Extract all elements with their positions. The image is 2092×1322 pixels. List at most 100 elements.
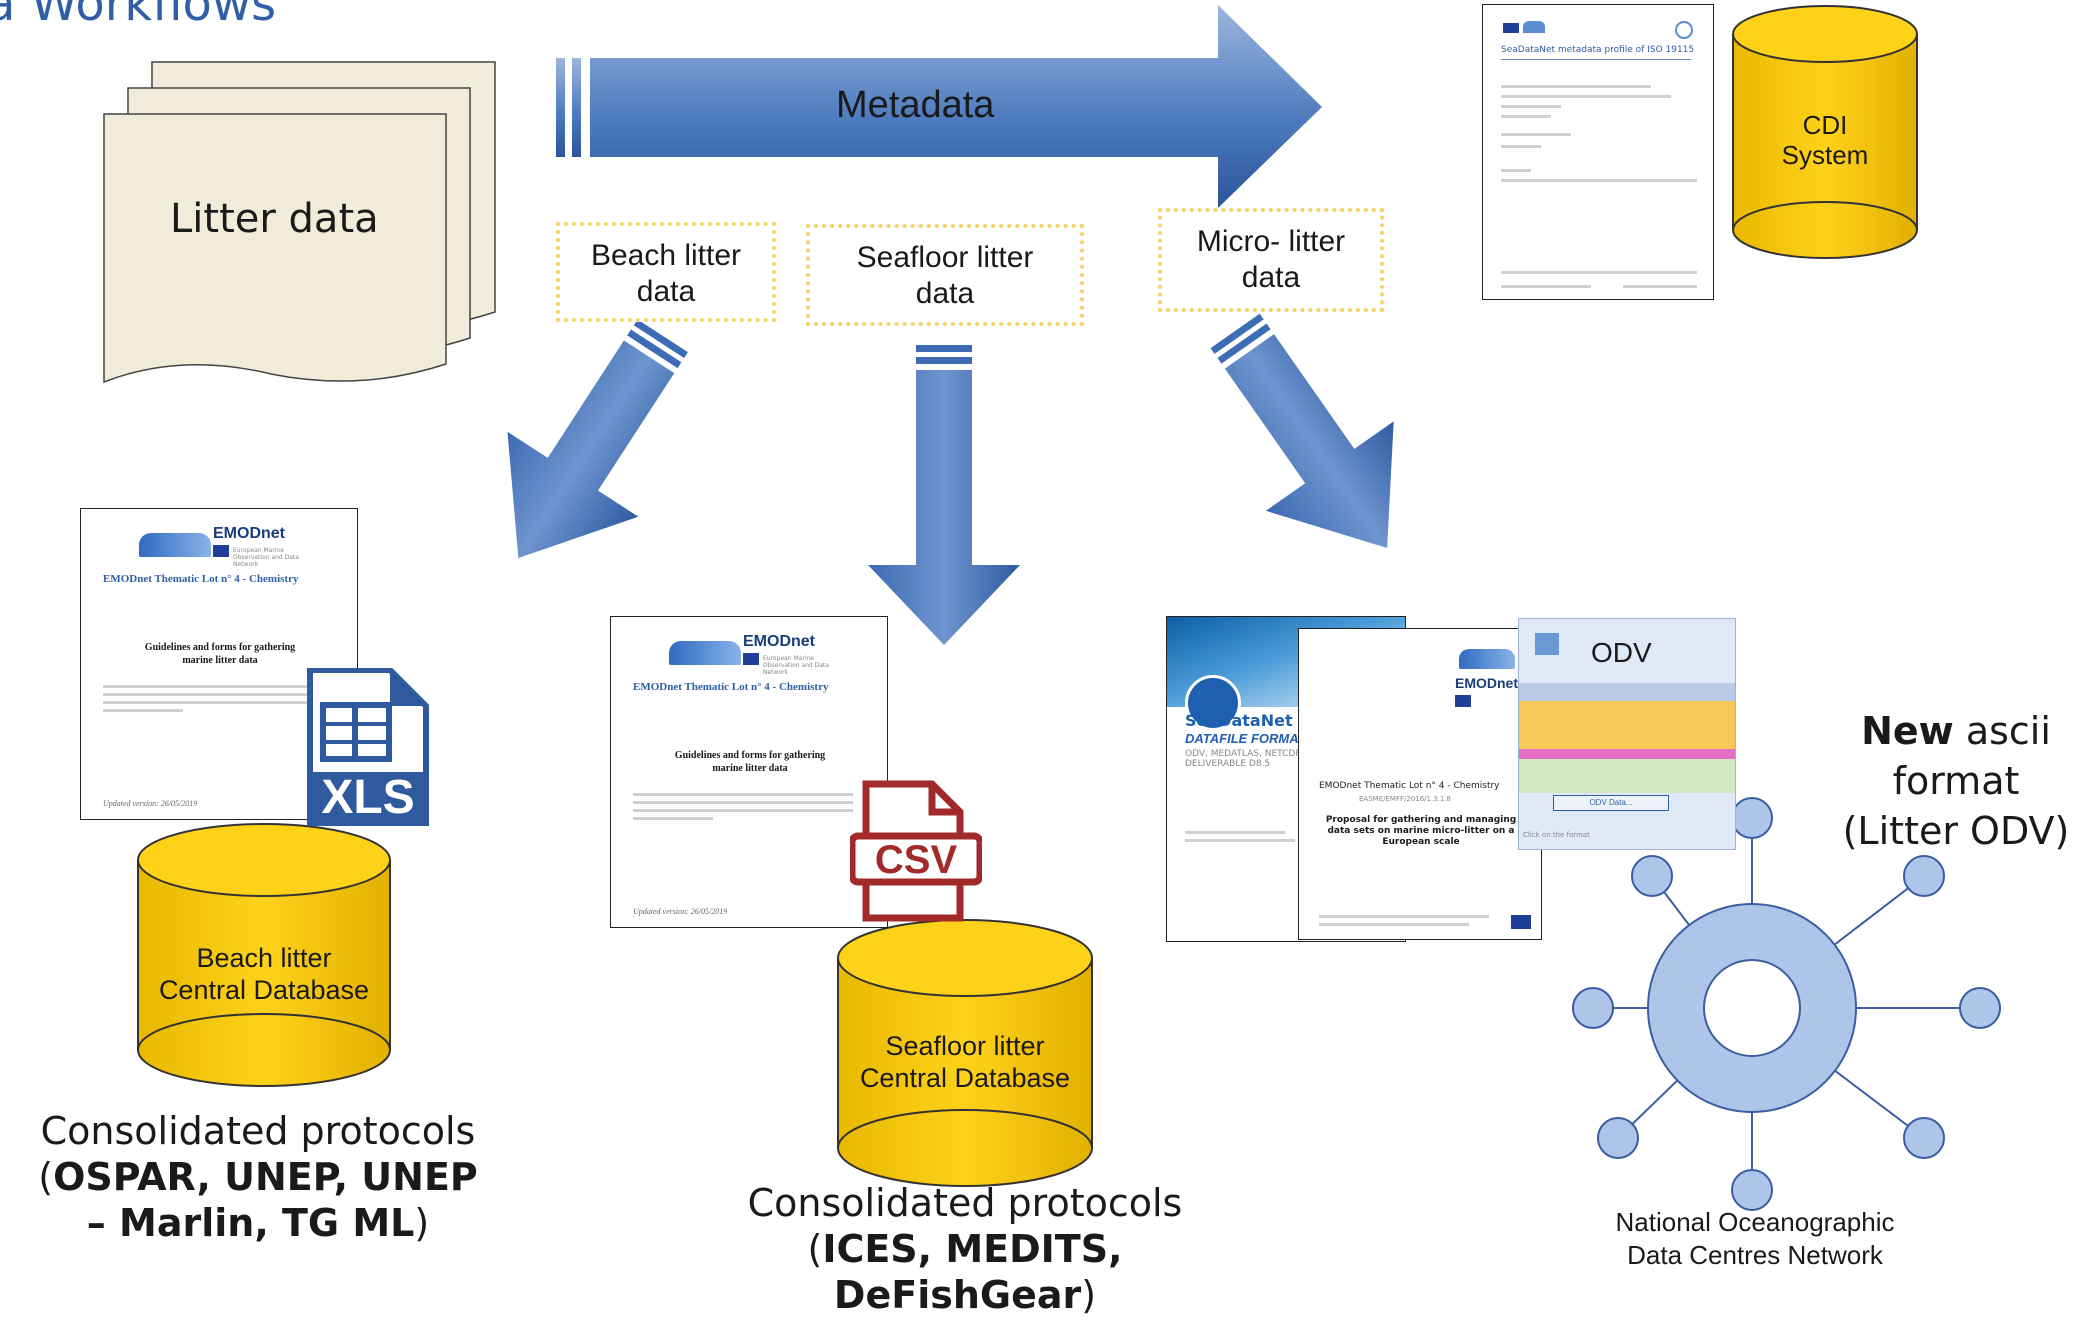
beach-paren-open: ( xyxy=(38,1155,54,1199)
guidelines-title: Guidelines and forms for gathering marin… xyxy=(641,749,859,775)
ascii-caption-line2: format xyxy=(1892,759,2020,803)
seafloor-box-line2: data xyxy=(915,277,975,310)
datafile-sub-line1: ODV, MEDATLAS, NETCDF xyxy=(1185,749,1301,759)
eu-flag-icon xyxy=(743,653,759,665)
eu-flag-icon xyxy=(1511,915,1531,929)
metadata-label: Metadata xyxy=(836,84,995,126)
micro-doc-title-line2: data sets on marine micro-litter on a xyxy=(1327,826,1515,836)
ascii-caption-new: New xyxy=(1861,709,1954,753)
seafloor-database-cylinder xyxy=(837,919,1093,1187)
emodnet-logo-icon xyxy=(1459,649,1515,669)
seafloor-protocols-caption: Consolidated protocols (ICES, MEDITS, De… xyxy=(700,1180,1230,1318)
xls-label: XLS xyxy=(321,771,415,824)
seadatanet-logo-icon xyxy=(1523,21,1545,33)
odv-data-button[interactable]: ODV Data... xyxy=(1553,795,1669,811)
datafile-format-title: DATAFILE FORMA xyxy=(1185,731,1299,746)
beach-litter-box: Beach litter data xyxy=(556,222,776,322)
seafloor-protocols-line1: Consolidated protocols xyxy=(747,1181,1183,1225)
emodnet-brand: EMODnet xyxy=(1455,675,1518,691)
emodnet-logo-icon xyxy=(139,533,211,557)
network-label-line2: Data Centres Network xyxy=(1627,1240,1883,1270)
seadatanet-globe-icon xyxy=(1185,675,1241,731)
micro-box-line2: data xyxy=(1241,261,1301,294)
lot-title: EMODnet Thematic Lot n° 4 - Chemistry xyxy=(103,573,299,585)
beach-protocols-list: OSPAR, UNEP, UNEP – Marlin, TG ML xyxy=(53,1155,478,1245)
micro-box-line1: Micro- litter xyxy=(1196,225,1346,258)
beach-protocols-line1: Consolidated protocols xyxy=(40,1109,476,1153)
beach-arrow xyxy=(507,319,688,559)
eu-flag-icon xyxy=(1503,23,1519,33)
guidelines-line1: Guidelines and forms for gathering xyxy=(144,642,296,653)
guidelines-title: Guidelines and forms for gathering marin… xyxy=(111,641,329,667)
seadatanet-profile-document: SeaDataNet metadata profile of ISO 19115 xyxy=(1482,4,1714,300)
network-hub-diagram xyxy=(1572,797,2001,1211)
seafloor-protocols-line2: (ICES, MEDITS, DeFishGear) xyxy=(775,1226,1155,1318)
eu-flag-icon xyxy=(1455,695,1471,707)
ascii-caption-line1: New ascii xyxy=(1820,706,2092,756)
emodnet-brand: EMODnet xyxy=(213,525,285,542)
seafloor-guidelines-document: EMODnet European Marine Observation and … xyxy=(610,616,888,928)
xls-file-icon: XLS xyxy=(306,667,430,827)
micro-arrow xyxy=(1210,313,1394,548)
guidelines-line1: Guidelines and forms for gathering xyxy=(674,750,826,761)
odv-software-panel: ODV ODV Data... Click on the format xyxy=(1518,618,1736,850)
updated-date: Updated version: 26/05/2019 xyxy=(103,799,198,808)
ascii-caption-line3: (Litter ODV) xyxy=(1842,809,2070,853)
emodnet-subtitle: European Marine Observation and Data Net… xyxy=(763,655,829,676)
metadata-arrow xyxy=(556,5,1322,208)
seafloor-db-line1: Seafloor litter xyxy=(885,1031,1045,1061)
odv-logo-icon xyxy=(1535,633,1559,655)
profile-doc-title: SeaDataNet metadata profile of ISO 19115 xyxy=(1501,45,1695,55)
cdi-database-cylinder xyxy=(1732,5,1918,259)
lot-title: EMODnet Thematic Lot n° 4 - Chemistry xyxy=(633,681,829,693)
seadatanet-brand: SeaDataNet xyxy=(1185,711,1293,730)
micro-doc-ref: EASME/EMFF/2016/1.3.1.8 xyxy=(1359,795,1452,803)
micro-litter-proposal-document: EMODnet EMODnet Thematic Lot n° 4 - Chem… xyxy=(1298,628,1542,940)
seafloor-arrow xyxy=(868,345,1020,645)
datafile-format-sub: ODV, MEDATLAS, NETCDF DELIVERABLE D8.5 xyxy=(1185,749,1301,769)
micro-doc-title-line1: Proposal for gathering and managing xyxy=(1325,815,1517,825)
csv-label: CSV xyxy=(874,838,958,882)
beach-box-line1: Beach litter xyxy=(590,239,742,272)
cdi-system-label: CDI System xyxy=(1733,110,1917,170)
litter-data-label: Litter data xyxy=(170,196,379,242)
globe-icon xyxy=(1675,21,1693,39)
datafile-sub-line2: DELIVERABLE D8.5 xyxy=(1185,759,1271,769)
odv-table-rows-gold xyxy=(1519,701,1735,749)
micro-doc-title-line3: European scale xyxy=(1382,837,1460,847)
emodnet-logo-icon xyxy=(669,641,741,665)
page-title: a Workflows xyxy=(0,0,277,32)
network-label: National Oceanographic Data Centres Netw… xyxy=(1580,1206,1930,1272)
beach-database-cylinder xyxy=(137,823,391,1087)
csv-file-icon: CSV xyxy=(848,780,984,922)
litter-data-stack xyxy=(103,61,496,384)
beach-protocols-caption: Consolidated protocols (OSPAR, UNEP, UNE… xyxy=(0,1108,516,1246)
odv-table-header xyxy=(1519,683,1735,701)
emodnet-subtitle: European Marine Observation and Data Net… xyxy=(233,547,299,568)
guidelines-line2: marine litter data xyxy=(182,655,258,666)
ascii-format-caption: New ascii format (Litter ODV) xyxy=(1820,706,2092,856)
micro-doc-title: Proposal for gathering and managing data… xyxy=(1315,815,1527,848)
cdi-label-line2: System xyxy=(1781,140,1869,170)
beach-db-line1: Beach litter xyxy=(196,943,332,973)
seafloor-db-line2: Central Database xyxy=(859,1063,1071,1093)
micro-litter-box: Micro- litter data xyxy=(1158,208,1384,312)
network-label-line1: National Oceanographic xyxy=(1615,1207,1895,1237)
beach-db-line2: Central Database xyxy=(158,975,370,1005)
beach-box-line2: data xyxy=(636,275,696,308)
seafloor-protocols-list: ICES, MEDITS, DeFishGear xyxy=(822,1227,1123,1317)
odv-note: Click on the format xyxy=(1523,831,1590,839)
cdi-label-line1: CDI xyxy=(1802,110,1848,140)
micro-doc-code: EMODnet Thematic Lot n° 4 - Chemistry xyxy=(1319,781,1500,791)
odv-title: ODV xyxy=(1591,637,1652,668)
updated-date: Updated version: 26/05/2019 xyxy=(633,907,728,916)
guidelines-line2: marine litter data xyxy=(712,763,788,774)
seafloor-box-line1: Seafloor litter xyxy=(856,241,1034,274)
eu-flag-icon xyxy=(213,545,229,557)
beach-paren-close: ) xyxy=(414,1201,430,1245)
odv-table-rows-green xyxy=(1519,759,1735,793)
seafloor-paren-open: ( xyxy=(807,1227,823,1271)
beach-db-label: Beach litter Central Database xyxy=(138,942,390,1006)
ascii-caption-ascii: ascii xyxy=(1953,709,2051,753)
